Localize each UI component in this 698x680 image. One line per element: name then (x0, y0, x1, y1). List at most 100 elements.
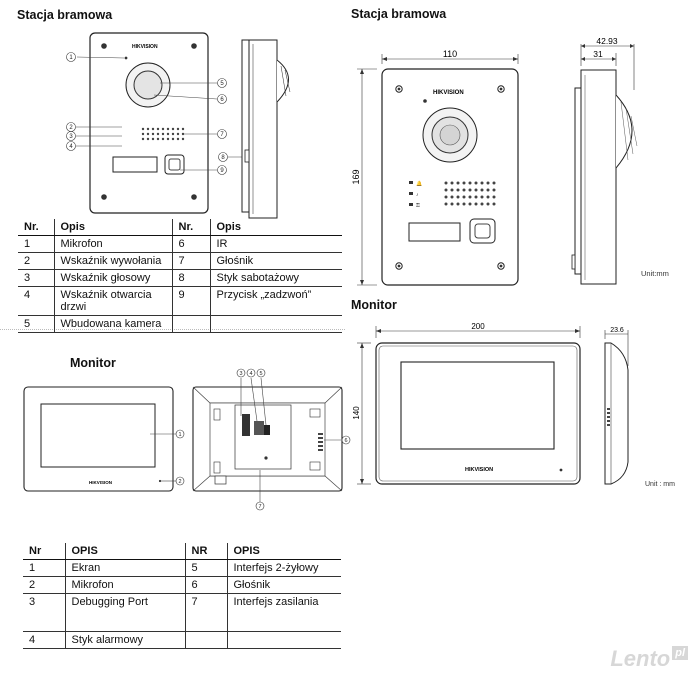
door-station-front-view: HIKVISION (66, 32, 250, 214)
table-row: 4 Styk alarmowy (23, 631, 341, 649)
col-header: Opis (210, 219, 342, 236)
cell: Debugging Port (65, 593, 186, 632)
heading-monitor-right: Monitor (351, 298, 397, 312)
cell: Wskaźnik otwarcia drzwi (54, 286, 173, 316)
table-header-row: Nr OPIS NR OPIS (23, 543, 341, 560)
callout-6: 6 (220, 97, 224, 103)
cell: Interfejs zasilania (227, 593, 341, 632)
table-row: 2 Mikrofon 6 Głośnik (23, 576, 341, 594)
unit-label-monitor: Unit : mm (645, 481, 675, 488)
cell: 5 (185, 559, 228, 577)
watermark-badge: pl (672, 646, 688, 660)
door-logo-right: HIKVISION (433, 90, 464, 96)
cell: Głośnik (227, 576, 341, 594)
cell: 1 (23, 559, 66, 577)
callout-5: 5 (220, 81, 224, 87)
dim-door-width: 110 (443, 49, 457, 59)
door-station-dimension-view: HIKVISION 🔔 ♪ ⚿ 110 169 (351, 49, 519, 286)
cell: Mikrofon (54, 235, 173, 253)
monitor-callout-6: 6 (344, 438, 347, 444)
callout-9: 9 (220, 168, 224, 174)
cell: 1 (18, 235, 55, 253)
unit-label-door: Unit:mm (641, 269, 669, 278)
table-row: 3 Wskaźnik głosowy 8 Styk sabotażowy (18, 269, 342, 287)
svg-text:⚿: ⚿ (416, 203, 420, 209)
door-station-legend-table: Nr. Opis Nr. Opis 1 Mikrofon 6 IR 2 Wska… (18, 219, 342, 333)
cell: 2 (23, 576, 66, 594)
door-logo-left: HIKVISION (132, 44, 158, 50)
monitor-front-view: HIKVISION 1 2 (23, 386, 185, 492)
col-header: NR (185, 543, 228, 560)
cell: Styk alarmowy (65, 631, 186, 649)
cell: 2 (18, 252, 55, 270)
callout-1: 1 (69, 55, 73, 61)
cell: Styk sabotażowy (210, 269, 342, 287)
cell: Głośnik (210, 252, 342, 270)
dim-door-depth-total: 42.93 (596, 36, 618, 46)
col-header: Nr (23, 543, 66, 560)
cell: Przycisk „zadzwoń” (210, 286, 342, 316)
monitor-legend-table: Nr OPIS NR OPIS 1 Ekran 5 Interfejs 2-ży… (23, 543, 341, 649)
col-header: Nr. (172, 219, 211, 236)
cell: 6 (172, 235, 211, 253)
callout-2: 2 (69, 125, 73, 131)
cell: 9 (172, 286, 211, 316)
watermark-text: Lento (610, 646, 671, 671)
heading-door-station-right: Stacja bramowa (351, 7, 447, 21)
table-row: 5 Wbudowana kamera (18, 315, 342, 333)
table-header-row: Nr. Opis Nr. Opis (18, 219, 342, 236)
monitor-callout-7: 7 (258, 504, 261, 510)
monitor-callout-2: 2 (178, 479, 181, 485)
cell: 7 (185, 593, 228, 632)
monitor-callout-5: 5 (259, 371, 262, 377)
monitor-logo-left: HIKVISION (89, 480, 112, 485)
monitor-callout-4: 4 (249, 371, 252, 377)
cell (227, 631, 341, 649)
svg-text:🔔: 🔔 (416, 180, 422, 187)
cell: 3 (23, 593, 66, 632)
callout-3: 3 (69, 134, 73, 140)
monitor-dimension-view: HIKVISION 200 140 (352, 322, 581, 485)
monitor-logo-right: HIKVISION (465, 467, 493, 473)
cell: Wskaźnik głosowy (54, 269, 173, 287)
cell (210, 315, 342, 333)
cell: 7 (172, 252, 211, 270)
monitor-back-view: 3 4 5 6 7 (192, 368, 351, 511)
table-row: 1 Ekran 5 Interfejs 2-żyłowy (23, 559, 341, 577)
callout-4: 4 (69, 144, 73, 150)
svg-text:♪: ♪ (416, 192, 419, 198)
heading-door-station-left: Stacja bramowa (17, 8, 113, 22)
cell: Ekran (65, 559, 186, 577)
dim-monitor-height: 140 (352, 406, 361, 420)
table-row: 3 Debugging Port 7 Interfejs zasilania (23, 593, 341, 632)
monitor-callout-3: 3 (239, 371, 242, 377)
col-header: OPIS (65, 543, 186, 560)
dim-monitor-depth: 23.6 (610, 327, 624, 334)
dim-door-height: 169 (351, 169, 361, 184)
cell: 4 (23, 631, 66, 649)
table-row: 1 Mikrofon 6 IR (18, 235, 342, 253)
cell: IR (210, 235, 342, 253)
monitor-side-dimension-view: 23.6 Unit : mm (604, 327, 675, 488)
cell: Interfejs 2-żyłowy (227, 559, 341, 577)
callout-7: 7 (220, 132, 224, 138)
col-header: OPIS (227, 543, 341, 560)
cell: 5 (18, 315, 55, 333)
table-row: 2 Wskaźnik wywołania 7 Głośnik (18, 252, 342, 270)
door-station-side-dimension-view: 42.93 31 Unit:mm (571, 36, 669, 285)
monitor-callout-1: 1 (178, 432, 181, 438)
cell: Mikrofon (65, 576, 186, 594)
cell: 8 (172, 269, 211, 287)
heading-monitor-left: Monitor (70, 356, 116, 370)
callout-8: 8 (221, 155, 225, 161)
table-row: 4 Wskaźnik otwarcia drzwi 9 Przycisk „za… (18, 286, 342, 316)
cell: Wbudowana kamera (54, 315, 173, 333)
cell: 6 (185, 576, 228, 594)
dim-door-depth-body: 31 (593, 49, 603, 59)
col-header: Opis (54, 219, 173, 236)
cell: 3 (18, 269, 55, 287)
door-station-side-view (241, 39, 291, 219)
cell (172, 315, 211, 333)
